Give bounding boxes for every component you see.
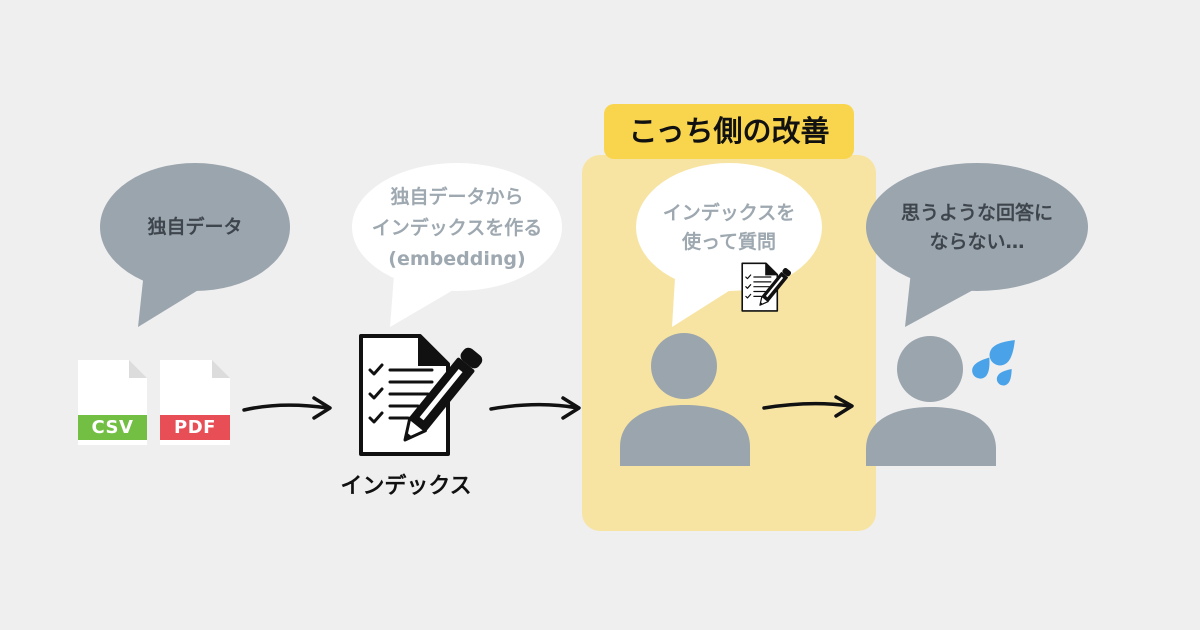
index-label: インデックス (340, 474, 472, 499)
pdf-file-icon (160, 360, 230, 445)
bubble-line: インデックスを作る (371, 217, 543, 239)
csv-file-label: CSV (91, 417, 134, 438)
pdf-file-label: PDF (174, 417, 216, 438)
csv-band (78, 415, 147, 440)
speech-bubble-index (352, 163, 562, 327)
bubble-line: (embedding) (388, 248, 526, 270)
bubble-line: ならない… (929, 231, 1025, 253)
bubble-line: 独自データ (147, 216, 243, 238)
arrow-right-icon (489, 396, 581, 420)
bubble-question-text: インデックスを 使って質問 (636, 199, 822, 257)
sweat-drops-icon (969, 332, 1023, 389)
bubble-source-text: 独自データ (100, 213, 290, 241)
speech-bubble-result (866, 163, 1088, 327)
speech-bubble-source (100, 163, 290, 327)
arrow-right-icon (242, 396, 332, 420)
person-icon (620, 333, 750, 466)
speech-bubble-question (636, 163, 822, 327)
bubble-line: インデックスを (662, 202, 796, 224)
arrow-right-icon (762, 395, 854, 418)
bubble-index-text: 独自データから インデックスを作る (embedding) (352, 182, 562, 275)
person-icon (866, 336, 996, 466)
pdf-band (160, 415, 230, 440)
bubble-result-text: 思うような回答に ならない… (866, 199, 1088, 257)
document-pen-icon (359, 334, 487, 456)
highlight-label: こっち側の改善 (604, 104, 854, 159)
bubble-line: 思うような回答に (900, 202, 1053, 224)
bubble-line: 独自データから (390, 186, 524, 208)
csv-file-icon (78, 360, 147, 445)
bubble-line: 使って質問 (681, 231, 777, 253)
